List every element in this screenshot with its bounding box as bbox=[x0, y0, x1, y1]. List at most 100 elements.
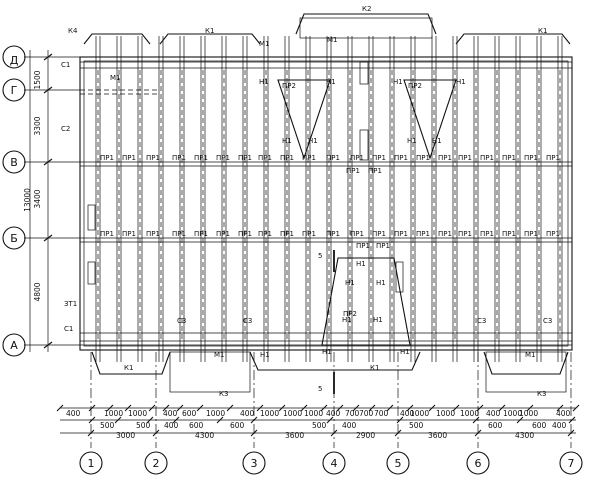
dim-text-row2: 600 bbox=[189, 421, 204, 430]
mark-k1-bottom-left: К1 bbox=[124, 364, 133, 372]
dim-text-row2: 500 bbox=[312, 421, 327, 430]
lintel-mark-pr1: ПР1 bbox=[238, 230, 252, 238]
dim-tick bbox=[216, 416, 224, 424]
mark-k1-left: К1 bbox=[205, 27, 214, 35]
lintel-mark-pr1: ПР1 bbox=[546, 230, 560, 238]
beam-mark-n1: Н1 bbox=[345, 279, 355, 287]
dim-text-row1: 700 bbox=[374, 409, 389, 418]
lintel-mark-pr1: ПР1 bbox=[480, 230, 494, 238]
mark-k4: К4 bbox=[68, 27, 78, 35]
dim-tick bbox=[452, 404, 460, 412]
lintel-mark-pr1: ПР1 bbox=[216, 154, 230, 162]
section-mark-top: 5 bbox=[318, 252, 322, 260]
left-dim-4800: 4800 bbox=[33, 282, 42, 301]
lintel-mark-pr1: ПР1 bbox=[258, 154, 272, 162]
mark-c1-bottom: С1 bbox=[64, 325, 73, 333]
lintel-mark-pr1: ПР1 bbox=[122, 154, 136, 162]
dim-text-row1: 1000 bbox=[128, 409, 147, 418]
axis-col-7: 7 bbox=[568, 457, 575, 470]
dim-tick bbox=[567, 429, 575, 437]
axis-bubble-col bbox=[559, 451, 583, 475]
dim-text-row2: 500 bbox=[136, 421, 151, 430]
vent-bar bbox=[395, 261, 404, 293]
lintel-mark-pr1: ПР1 bbox=[502, 230, 516, 238]
ring-mark-m1: М1 bbox=[110, 74, 121, 82]
dim-total-4300a: 4300 bbox=[195, 431, 214, 440]
dim-text-row1: 1000 bbox=[519, 409, 538, 418]
vent-bar bbox=[359, 61, 369, 85]
truss-triangle-center bbox=[321, 257, 411, 346]
lintel-mark-pr1: ПР1 bbox=[350, 230, 364, 238]
dim-tick bbox=[172, 416, 180, 424]
lintel-mark-pr1: ПР1 bbox=[350, 154, 364, 162]
dim-tick bbox=[196, 404, 204, 412]
axis-bubble-row bbox=[2, 333, 26, 357]
axis-bubble-col bbox=[79, 451, 103, 475]
dim-text-row1: 1000 bbox=[283, 409, 302, 418]
dim-tick bbox=[336, 404, 344, 412]
beam-mark-n1: Н1 bbox=[393, 78, 403, 86]
dim-text-row1: 1000 bbox=[410, 409, 429, 418]
beam-mark-n1: Н1 bbox=[308, 137, 318, 145]
beam-mark-n1: Н1 bbox=[432, 137, 442, 145]
lintel-mark-pr1: ПР1 bbox=[438, 230, 452, 238]
dim-tick bbox=[148, 404, 156, 412]
dim-tick bbox=[256, 404, 264, 412]
truss-triangle-right bbox=[403, 79, 457, 160]
axis-row-g: Г bbox=[11, 84, 18, 97]
ring-mark-m1: М1 bbox=[214, 351, 225, 359]
dim-tick bbox=[394, 429, 402, 437]
dim-tick bbox=[396, 416, 404, 424]
beam-mark-n1: Н1 bbox=[356, 260, 366, 268]
beam-mark-n1: Н1 bbox=[322, 348, 332, 356]
beam-mark-n1: Н1 bbox=[373, 316, 383, 324]
axis-col-5: 5 bbox=[395, 457, 402, 470]
left-dim-3300: 3300 bbox=[33, 116, 42, 135]
dim-tick bbox=[146, 416, 154, 424]
dim-tick bbox=[56, 404, 64, 412]
dim-tick bbox=[474, 429, 482, 437]
vent-bar bbox=[87, 204, 96, 231]
lintel-mark-pr1: ПР1 bbox=[394, 154, 408, 162]
mark-c1-top: С1 bbox=[61, 61, 70, 69]
lintel-mark-pr1: ПР1 bbox=[356, 242, 370, 250]
dim-text-row2: 600 bbox=[532, 421, 547, 430]
ring-mark-m1: М1 bbox=[525, 351, 536, 359]
structural-members bbox=[79, 13, 573, 394]
axis-row-v: В bbox=[10, 156, 18, 169]
dim-tick bbox=[556, 404, 564, 412]
axis-col-4: 4 bbox=[331, 457, 338, 470]
axis-row-a: А bbox=[10, 339, 18, 352]
beam-mark-n1: Н1 bbox=[456, 78, 466, 86]
mark-c2: С2 bbox=[61, 125, 70, 133]
lintel-mark-pr1: ПР1 bbox=[416, 154, 430, 162]
dim-tick bbox=[368, 404, 376, 412]
beam-mark-n1: Н1 bbox=[376, 279, 386, 287]
lintel-mark-pr1: ПР1 bbox=[172, 230, 186, 238]
dim-tick bbox=[320, 404, 328, 412]
dim-text-row1: 700 bbox=[359, 409, 374, 418]
dim-text-row2: 400 bbox=[552, 421, 567, 430]
lintel-mark-pr1: ПР1 bbox=[258, 230, 272, 238]
dim-tick bbox=[152, 429, 160, 437]
axis-bubble-col bbox=[242, 451, 266, 475]
dim-text-row1: 400 bbox=[556, 409, 571, 418]
dim-text-row1: 1000 bbox=[460, 409, 479, 418]
dim-text-row1: 400 bbox=[400, 409, 415, 418]
dim-tick bbox=[43, 53, 53, 61]
dim-text-row1: 400 bbox=[326, 409, 341, 418]
mark-c3-3: С3 bbox=[477, 317, 486, 325]
dim-tick bbox=[326, 416, 334, 424]
axis-col-2: 2 bbox=[153, 457, 160, 470]
dim-tick bbox=[516, 416, 524, 424]
axis-bubble-row bbox=[2, 45, 26, 69]
axis-bubble-row bbox=[2, 78, 26, 102]
lintel-mark-pr1: ПР1 bbox=[326, 230, 340, 238]
dim-tick bbox=[114, 416, 122, 424]
dim-text-row1: 1000 bbox=[260, 409, 279, 418]
left-dim-3400: 3400 bbox=[33, 189, 42, 208]
lintel-mark-pr1: ПР1 bbox=[302, 154, 316, 162]
dim-tick bbox=[43, 341, 53, 349]
lintel-mark-pr1: ПР1 bbox=[172, 154, 186, 162]
